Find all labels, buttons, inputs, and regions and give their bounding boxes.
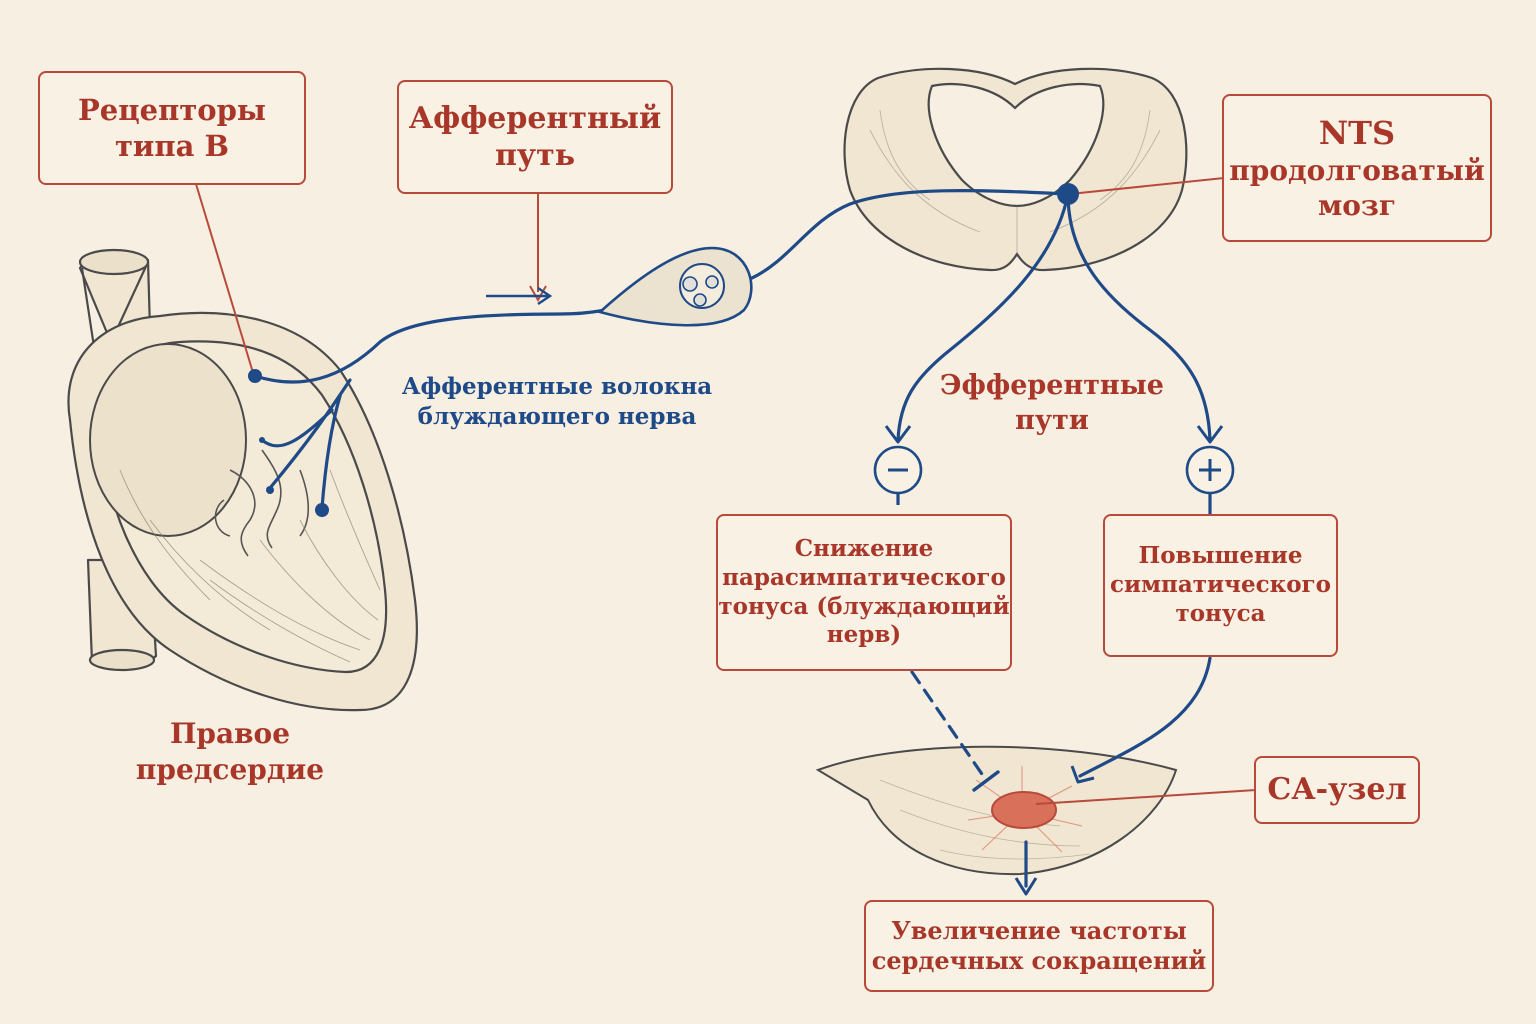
sympathetic-box: Повышение симпатического тонуса xyxy=(1103,514,1338,657)
heart-rate-line-2: сердечных сокращений xyxy=(871,946,1207,975)
sa-node-box: СА-узел xyxy=(1254,756,1420,824)
efferent-paths-line-2: пути xyxy=(1015,405,1089,437)
heart-rate-line-1: Увеличение частоты xyxy=(891,916,1187,945)
right-atrium-line-2: предсердие xyxy=(135,753,325,787)
leader-lines xyxy=(195,177,1257,805)
sympathetic-line-2: симпатического xyxy=(1110,571,1331,599)
heart-rate-box: Увеличение частоты сердечных сокращений xyxy=(864,900,1214,992)
plus-sign-circle xyxy=(1185,445,1235,514)
nts-nucleus-dot xyxy=(1057,183,1079,205)
efferent-paths-line-1: Эфферентные xyxy=(940,370,1164,401)
sa-node-leader-line xyxy=(1035,789,1257,805)
parasympathetic-line-4: нерв) xyxy=(826,621,902,649)
parasympathetic-line-1: Снижение xyxy=(794,535,934,562)
medulla-inner-fissure xyxy=(927,82,1105,208)
parasympathetic-line-2: парасимпатического xyxy=(722,563,1006,591)
receptors-line-2: типа B xyxy=(114,129,230,163)
right-atrium-label: Правое предсердие xyxy=(110,716,350,789)
right-atrium-bulge xyxy=(89,343,247,537)
afferent-path-box: Афферентный путь xyxy=(397,80,673,194)
receptors-box: Рецепторы типа B xyxy=(38,71,306,185)
sympathetic-line-1: Повышение xyxy=(1138,542,1303,570)
vagal-fibers-line-2: блуждающего нерва xyxy=(417,402,697,430)
parasympathetic-inhibit-line xyxy=(910,670,988,782)
medulla-illustration xyxy=(843,67,1188,272)
parasympathetic-box: Снижение парасимпатического тонуса (блуж… xyxy=(716,514,1012,671)
vagal-fibers-label: Афферентные волокна блуждающего нерва xyxy=(382,372,732,432)
nodose-ganglion xyxy=(597,246,753,327)
receptors-line-1: Рецепторы xyxy=(77,92,267,127)
sa-node-label: СА-узел xyxy=(1267,772,1407,808)
nerve-endings xyxy=(248,183,1079,517)
sa-node xyxy=(991,791,1057,829)
minus-sign-circle xyxy=(873,445,923,505)
efferent-left-arc xyxy=(896,192,1070,442)
sa-tissue-illustration xyxy=(815,745,1178,876)
right-atrium-line-1: Правое xyxy=(169,717,291,750)
parasympathetic-line-3: тонуса (блуждающий xyxy=(718,592,1010,620)
heart-illustration xyxy=(67,248,418,712)
receptor-leader-line xyxy=(195,183,255,377)
nts-leader-line xyxy=(1069,177,1225,195)
blue-arrowheads xyxy=(884,425,1224,896)
efferent-right-arc xyxy=(1066,192,1212,442)
efferent-paths-label: Эфферентные пути xyxy=(922,368,1182,438)
vagal-fibers-line-1: Афферентные волокна xyxy=(401,373,713,400)
sympathetic-line-3: тонуса xyxy=(1175,599,1266,627)
sympathetic-to-sa-line xyxy=(1078,656,1212,778)
nts-box: NTS продолговатый мозг xyxy=(1222,94,1492,242)
afferent-path-line-1: Афферентный xyxy=(408,100,662,136)
nts-line-1: NTS xyxy=(1318,114,1396,152)
afferent-direction-arrow xyxy=(486,287,553,305)
afferent-path-line-2: путь xyxy=(494,138,576,173)
nts-line-3: мозг xyxy=(1317,189,1396,222)
nts-line-2: продолговатый xyxy=(1229,154,1485,187)
receptor-ending-dot xyxy=(248,369,262,383)
